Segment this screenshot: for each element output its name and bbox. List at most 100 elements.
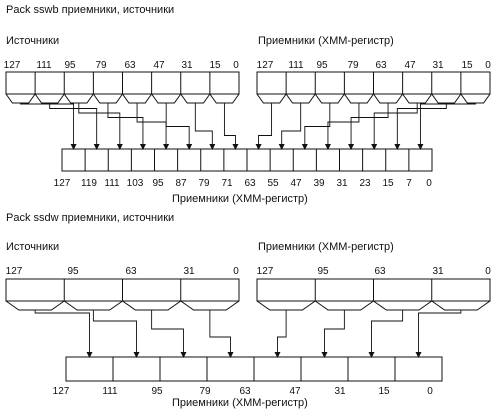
source-register-label: Источники — [6, 35, 59, 47]
bit-tick: 95 — [151, 386, 163, 397]
source-register-label: Источники — [6, 241, 59, 253]
register-funnel — [180, 300, 240, 311]
bit-tick: 127 — [6, 266, 23, 277]
bit-tick: 103 — [127, 178, 144, 189]
dest-register-label: Приемники (XMM-регистр) — [258, 35, 394, 47]
bit-tick: 31 — [432, 266, 444, 277]
register-funnel — [460, 93, 491, 104]
bit-tick: 95 — [64, 60, 76, 71]
register-funnel — [285, 93, 316, 104]
bit-tick: 0 — [233, 60, 239, 71]
bit-tick: 7 — [406, 178, 412, 189]
source-register-left — [5, 278, 240, 311]
section-title: Pack sswb приемники, источники — [6, 4, 174, 16]
bit-tick: 63 — [124, 60, 136, 71]
bit-tick: 47 — [290, 178, 302, 189]
bit-tick: 87 — [175, 178, 187, 189]
wire-arrow — [165, 103, 193, 150]
bit-tick: 95 — [152, 178, 164, 189]
register-funnel — [122, 300, 182, 311]
register-funnel — [5, 300, 65, 311]
section-title: Pack ssdw приемники, источники — [6, 212, 174, 224]
bit-tick: 47 — [289, 386, 301, 397]
register-funnel — [151, 93, 182, 104]
bit-tick: 79 — [347, 60, 359, 71]
bit-tick: 63 — [375, 60, 387, 71]
bit-tick: 0 — [485, 266, 491, 277]
register-funnel — [256, 93, 287, 104]
bit-tick: 23 — [359, 178, 371, 189]
bit-tick: 15 — [382, 178, 394, 189]
wire-arrow — [301, 103, 331, 150]
register-funnel — [63, 300, 123, 311]
dest-register-label: Приемники (XMM-регистр) — [258, 241, 394, 253]
register-funnel — [431, 93, 462, 104]
connection-wires — [34, 310, 462, 358]
wire-arrow — [368, 310, 404, 358]
bit-tick: 127 — [257, 60, 274, 71]
bit-tick: 63 — [125, 266, 137, 277]
register-funnel — [314, 93, 345, 104]
wire-arrow — [321, 310, 345, 358]
wire-arrow — [107, 103, 146, 150]
section-packsswb: Pack sswb приемники, источники Источники… — [4, 4, 492, 205]
section-packssdw: Pack ssdw приемники, источники Источники… — [5, 212, 491, 409]
bit-tick: 0 — [426, 178, 432, 189]
bit-tick: 0 — [233, 266, 239, 277]
bit-tick: 79 — [199, 386, 211, 397]
bit-tick: 31 — [181, 60, 193, 71]
bit-tick: 31 — [432, 60, 444, 71]
destination-register — [65, 356, 443, 382]
bit-tick: 95 — [67, 266, 79, 277]
connection-wires — [20, 103, 476, 150]
bit-tick: 111 — [36, 60, 52, 71]
bit-tick: 127 — [4, 60, 21, 71]
wire-arrow — [278, 103, 302, 150]
register-funnel — [180, 93, 211, 104]
wire-arrow — [92, 310, 140, 358]
bit-tick: 15 — [461, 60, 473, 71]
wire-arrow — [255, 103, 273, 150]
bit-tick: 39 — [313, 178, 325, 189]
bit-tick: 63 — [239, 386, 251, 397]
wire-arrow — [394, 103, 447, 150]
register-funnel — [256, 300, 316, 311]
bit-tick: 79 — [95, 60, 107, 71]
bit-tick: 15 — [378, 386, 390, 397]
register-funnel — [373, 300, 433, 311]
register-funnel — [343, 93, 374, 104]
register-funnel — [431, 300, 491, 311]
register-funnel — [402, 93, 433, 104]
bit-tick: 95 — [317, 266, 329, 277]
registers — [5, 278, 491, 382]
wire-arrow — [20, 103, 77, 150]
wire-arrow — [415, 310, 462, 358]
bit-tick: 0 — [485, 60, 491, 71]
source-register-right — [256, 278, 491, 311]
register-funnel — [122, 93, 153, 104]
bit-tick: 79 — [198, 178, 210, 189]
wire-arrow — [78, 103, 123, 150]
wire-arrow — [348, 103, 389, 150]
register-funnel — [92, 93, 123, 104]
wire-arrow — [49, 103, 100, 150]
wire-arrow — [371, 103, 418, 150]
wire-arrow — [136, 103, 170, 150]
source-register-right — [256, 71, 491, 104]
register-funnel — [314, 300, 374, 311]
bit-tick: 47 — [153, 60, 165, 71]
bit-tick: 55 — [267, 178, 279, 189]
bit-tick: 63 — [374, 266, 386, 277]
wire-arrow — [223, 103, 239, 150]
bit-tick: 127 — [53, 386, 70, 397]
bit-tick: 0 — [427, 386, 433, 397]
wire-arrow — [34, 310, 93, 358]
bit-tick: 31 — [334, 386, 346, 397]
wire-arrow — [194, 103, 216, 150]
register-funnel — [373, 93, 404, 104]
wire-arrow — [417, 103, 476, 150]
bit-tick: 31 — [336, 178, 348, 189]
bit-tick: 95 — [316, 60, 328, 71]
